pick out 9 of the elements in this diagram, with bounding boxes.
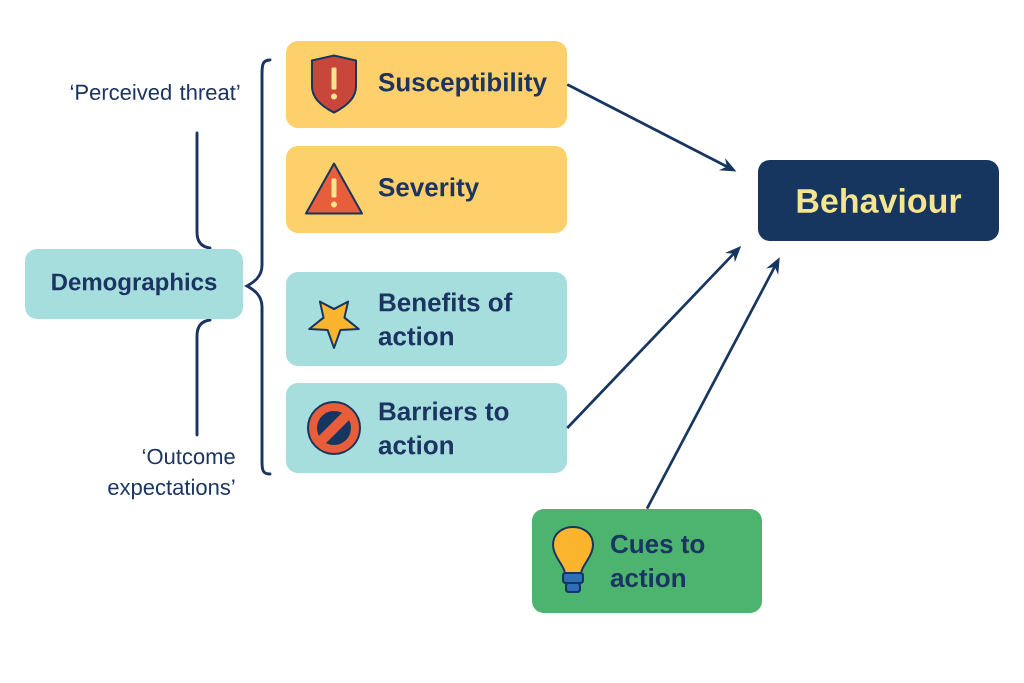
factor-box: Barriers to action [286,383,567,473]
demographics-box: Demographics [25,249,243,319]
factor-box: Benefits of action [286,272,567,366]
cue-box: Cues to action [532,509,762,613]
outcome-box: Behaviour [758,160,999,241]
factor-box: Susceptibility [286,41,567,128]
factor-box: Severity [286,146,567,233]
bracket-label: ‘Outcome expectations’ [108,448,235,500]
bracket-label: ‘Perceived threat’ [70,83,240,101]
